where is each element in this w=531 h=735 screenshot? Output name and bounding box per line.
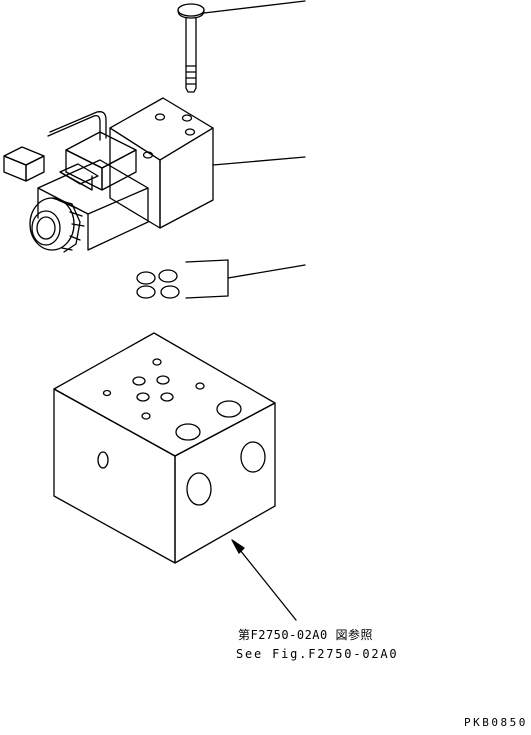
reference-english: See Fig.F2750-02A0 — [236, 647, 399, 661]
valve-leader-line — [212, 156, 306, 166]
o-ring-bracket — [185, 259, 229, 299]
o-ring-leader-line — [227, 264, 306, 279]
reference-japanese: 第F2750-02A0 図参照 — [238, 628, 373, 642]
reference-arrow-head — [231, 539, 245, 554]
bolt-leader-line — [203, 0, 306, 14]
bolt-part — [177, 3, 205, 93]
manifold-block-part — [53, 332, 276, 564]
solenoid-valve-part — [3, 97, 214, 253]
reference-arrow-line — [235, 544, 297, 621]
o-ring-set — [136, 269, 180, 299]
document-code: PKB0850 — [464, 716, 528, 729]
